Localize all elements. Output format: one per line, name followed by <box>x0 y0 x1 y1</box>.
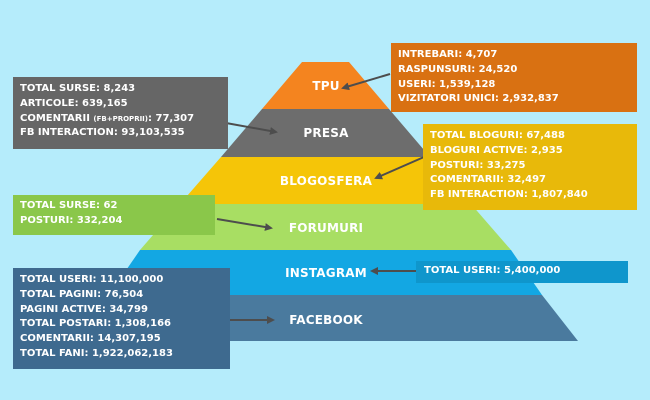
tpu-stats-box: INTREBARI: 4,707 RASPUNSURI: 24,520 USER… <box>391 43 637 112</box>
blog-total-bloguri: TOTAL BLOGURI: 67,488 <box>430 130 565 141</box>
tpu-vizitatori-unici: VIZITATORI UNICI: 2,932,837 <box>398 93 559 105</box>
tpu-useri: USERI: 1,539,128 <box>398 78 496 90</box>
blog-bloguri-active: BLOGURI ACTIVE: 2,935 <box>430 144 563 156</box>
presa-comentarii-note: (FB+PROPRII) <box>93 114 148 123</box>
presa-comentarii: COMENTARII (FB+PROPRII): 77,307 <box>20 112 221 127</box>
facebook-stats-box: TOTAL USERI: 11,100,000 TOTAL PAGINI: 76… <box>13 268 230 369</box>
arrow-presa <box>225 122 278 135</box>
forumuri-stats-box: TOTAL SURSE: 62 POSTURI: 332,204 <box>13 195 215 235</box>
tier-forumuri-band <box>140 204 511 250</box>
instagram-total-useri: TOTAL USERI: 5,400,000 <box>424 265 561 276</box>
tier-presa-band <box>221 109 430 157</box>
arrow-tpu <box>341 73 391 91</box>
presa-comentarii-value: : 77,307 <box>148 112 195 124</box>
presa-fb-interaction: FB INTERACTION: 93,103,535 <box>20 127 185 139</box>
fb-pagini-active: PAGINI ACTIVE: 34,799 <box>20 303 148 315</box>
tier-label-facebook: FACEBOOK <box>289 313 363 327</box>
instagram-stats-box: TOTAL USERI: 5,400,000 <box>416 261 628 283</box>
fb-total-fani: TOTAL FANI: 1,922,062,183 <box>20 347 173 359</box>
tier-label-blogosfera: BLOGOSFERA <box>279 174 373 188</box>
blogosfera-stats-box: TOTAL BLOGURI: 67,488 BLOGURI ACTIVE: 2,… <box>423 124 637 210</box>
fb-total-useri: TOTAL USERI: 11,100,000 <box>20 274 164 285</box>
tpu-raspunsuri: RASPUNSURI: 24,520 <box>398 63 518 75</box>
fb-total-postari: TOTAL POSTARI: 1,308,166 <box>20 318 171 330</box>
tier-tpu-band <box>262 62 389 109</box>
presa-articole: ARTICOLE: 639,165 <box>20 97 128 109</box>
arrow-blogosfera <box>374 156 425 180</box>
tier-label-presa: PRESA <box>303 126 349 140</box>
arrow-forumuri <box>216 218 273 231</box>
fb-comentarii: COMENTARII: 14,307,195 <box>20 333 161 345</box>
presa-total-surse: TOTAL SURSE: 8,243 <box>20 83 136 94</box>
blog-comentarii: COMENTARII: 32,497 <box>430 174 546 186</box>
blog-fb-interaction: FB INTERACTION: 1,807,840 <box>430 189 588 201</box>
fb-total-pagini: TOTAL PAGINI: 76,504 <box>20 288 144 300</box>
blog-posturi: POSTURI: 33,275 <box>430 159 526 171</box>
tpu-intrebari: INTREBARI: 4,707 <box>398 49 498 60</box>
tier-label-forumuri: FORUMURI <box>288 221 364 235</box>
presa-comentarii-label: COMENTARII <box>20 112 94 124</box>
forum-total-surse: TOTAL SURSE: 62 <box>20 200 118 211</box>
forum-posturi: POSTURI: 332,204 <box>20 214 123 226</box>
tier-label-instagram: INSTAGRAM <box>285 266 367 280</box>
presa-stats-box: TOTAL SURSE: 8,243 ARTICOLE: 639,165 COM… <box>13 77 228 149</box>
tier-label-tpu: TPU <box>312 79 340 93</box>
